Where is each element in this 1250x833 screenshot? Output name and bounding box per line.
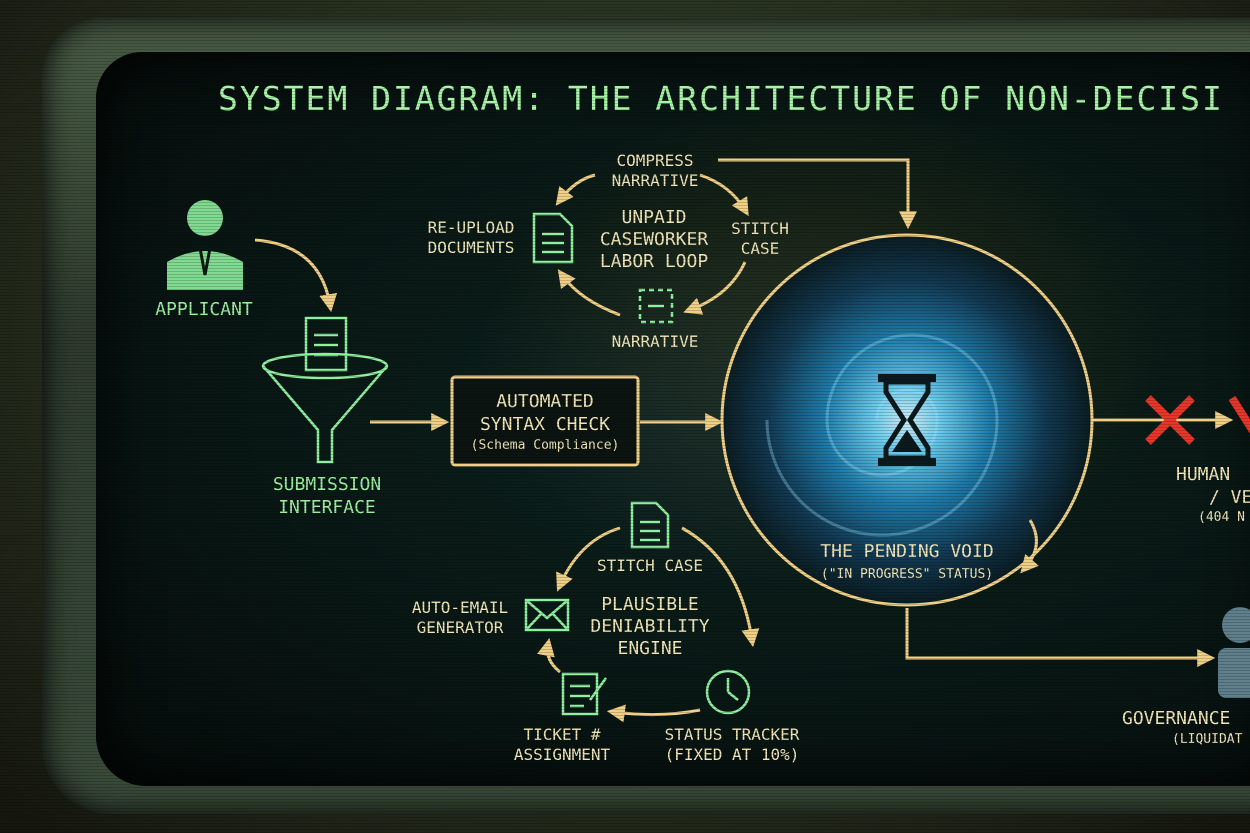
stitch-label-1: STITCH [731,219,789,238]
human-label-1: HUMAN [1176,464,1230,485]
email-label-1: AUTO-EMAIL [412,598,508,617]
clock-icon [705,669,751,715]
hourglass-icon [878,374,936,466]
governance-label-2: (LIQUIDAT [1172,732,1243,747]
reupload-label-2: DOCUMENTS [428,238,515,257]
applicant-label: APPLICANT [155,299,253,320]
deny-stitch-label: STITCH CASE [597,556,703,575]
governance-person-icon [1218,607,1250,698]
arrow-loop-void [718,158,917,230]
deny-center-1: PLAUSIBLE [601,594,699,615]
reupload-label-1: RE-UPLOAD [428,218,515,237]
funnel-icon [261,316,389,464]
ticket-label-1: TICKET # [523,725,600,744]
labor-loop [532,173,749,324]
compress-label-1: COMPRESS [616,151,693,170]
document-icon [630,501,670,549]
syntax-check-box [450,375,640,467]
narrative-label: NARRATIVE [612,332,699,351]
deny-center-2: DENIABILITY [590,616,709,637]
stitch-icon [638,288,674,324]
labor-center-3: LABOR LOOP [600,251,709,272]
human-label-3: (404 N [1198,510,1245,525]
status-label-1: STATUS TRACKER [665,725,800,744]
cross-icon [1145,395,1250,445]
human-label-2: / VE [1209,487,1250,508]
deniability-loop [524,501,760,723]
ticket-label-2: ASSIGNMENT [514,745,611,764]
deny-center-3: ENGINE [617,638,682,659]
submission-label-1: SUBMISSION [273,474,381,495]
void-label-2: ("IN PROGRESS" STATUS) [821,567,993,582]
void-label-1: THE PENDING VOID [820,541,993,562]
document-icon [532,212,574,264]
envelope-icon [524,598,570,632]
syntax-line-3: (Schema Compliance) [471,438,620,453]
labor-center-2: CASEWORKER [600,229,709,250]
person-icon [167,200,243,290]
diagram-title: SYSTEM DIAGRAM: THE ARCHITECTURE OF NON-… [218,79,1224,118]
arrow-void-governance [905,608,1216,667]
clipboard-pencil-icon [561,672,608,716]
governance-label-1: GOVERNANCE [1122,708,1230,729]
labor-center-1: UNPAID [621,207,686,228]
email-label-2: GENERATOR [417,618,504,637]
syntax-line-2: SYNTAX CHECK [480,414,610,435]
stitch-label-2: CASE [741,239,780,258]
arrow-applicant-funnel [254,238,338,313]
compress-label-2: NARRATIVE [612,171,699,190]
submission-label-2: INTERFACE [278,497,376,518]
syntax-line-1: AUTOMATED [496,391,594,412]
status-label-2: (FIXED AT 10%) [665,745,800,764]
